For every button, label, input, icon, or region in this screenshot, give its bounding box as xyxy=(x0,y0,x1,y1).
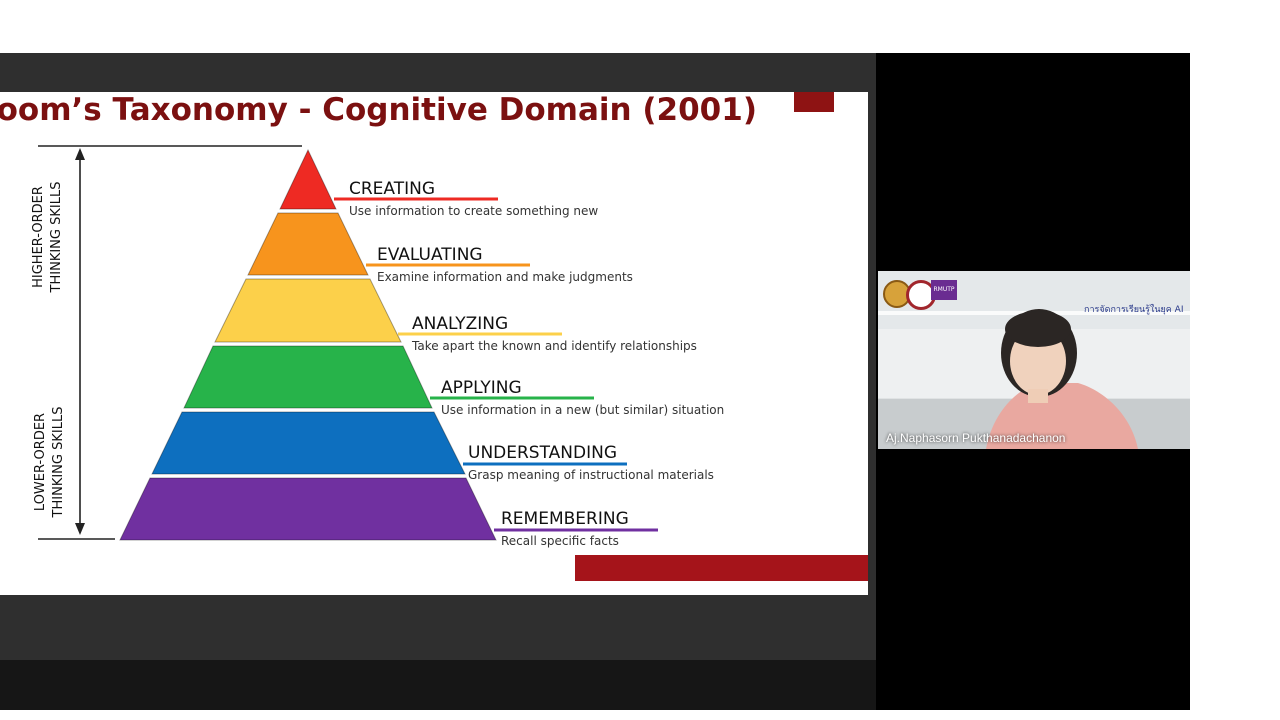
level-desc-applying: Use information in a new (but similar) s… xyxy=(441,403,725,417)
level-desc-analyzing: Take apart the known and identify relati… xyxy=(412,339,697,353)
pyramid-layer-creating xyxy=(279,148,337,210)
lower-order-label: LOWER-ORDER THINKING SKILLS xyxy=(32,407,68,518)
bottom-accent-bar xyxy=(575,555,868,581)
level-desc-creating: Use information to create something new xyxy=(349,204,599,218)
level-name-analyzing: ANALYZING xyxy=(412,314,509,334)
level-name-evaluating: EVALUATING xyxy=(377,245,483,265)
arrow-head-up xyxy=(75,148,85,160)
level-name-remembering: REMEMBERING xyxy=(501,509,629,529)
video-backdrop xyxy=(878,271,1190,449)
level-desc-remembering: Recall specific facts xyxy=(501,534,619,548)
higher-order-line2: THINKING SKILLS xyxy=(49,181,64,293)
higher-order-label: HIGHER-ORDER THINKING SKILLS xyxy=(30,182,66,293)
lower-order-line1: LOWER-ORDER xyxy=(33,412,48,512)
level-name-understanding: UNDERSTANDING xyxy=(468,443,617,463)
backdrop-banner-text: การจัดการเรียนรู้ในยุค AI xyxy=(1084,305,1184,315)
rmutp-logo-icon: RMUTP xyxy=(931,280,957,300)
pyramid-layer-applying xyxy=(183,345,433,409)
bloom-pyramid xyxy=(38,145,658,541)
title-accent-bar xyxy=(794,92,834,112)
pyramid-layer-understanding xyxy=(151,411,466,475)
pyramid-layer-remembering xyxy=(119,477,497,541)
pyramid-layer-evaluating xyxy=(247,212,369,276)
level-desc-evaluating: Examine information and make judgments xyxy=(377,270,633,284)
screen-share-bottom-bar xyxy=(0,660,876,710)
level-desc-understanding: Grasp meaning of instructional materials xyxy=(468,468,714,482)
arrow-head-down xyxy=(75,523,85,535)
pyramid-layer-analyzing xyxy=(214,278,402,343)
level-name-applying: APPLYING xyxy=(441,378,522,398)
presentation-slide: loom’s Taxonomy - Cognitive Domain (2001… xyxy=(0,92,868,595)
slide-title: loom’s Taxonomy - Cognitive Domain (2001… xyxy=(0,92,757,128)
participant-name-label: Aj.Naphasorn Pukthanadachanon xyxy=(886,431,1066,445)
higher-order-line1: HIGHER-ORDER xyxy=(31,186,46,288)
rmutp-logo-text: RMUTP xyxy=(933,286,955,293)
participant-video-tile[interactable]: RMUTP การจัดการเรียนรู้ในยุค AI Aj.Napha… xyxy=(878,271,1190,449)
level-name-creating: CREATING xyxy=(349,179,436,199)
lower-order-line2: THINKING SKILLS xyxy=(51,406,66,518)
